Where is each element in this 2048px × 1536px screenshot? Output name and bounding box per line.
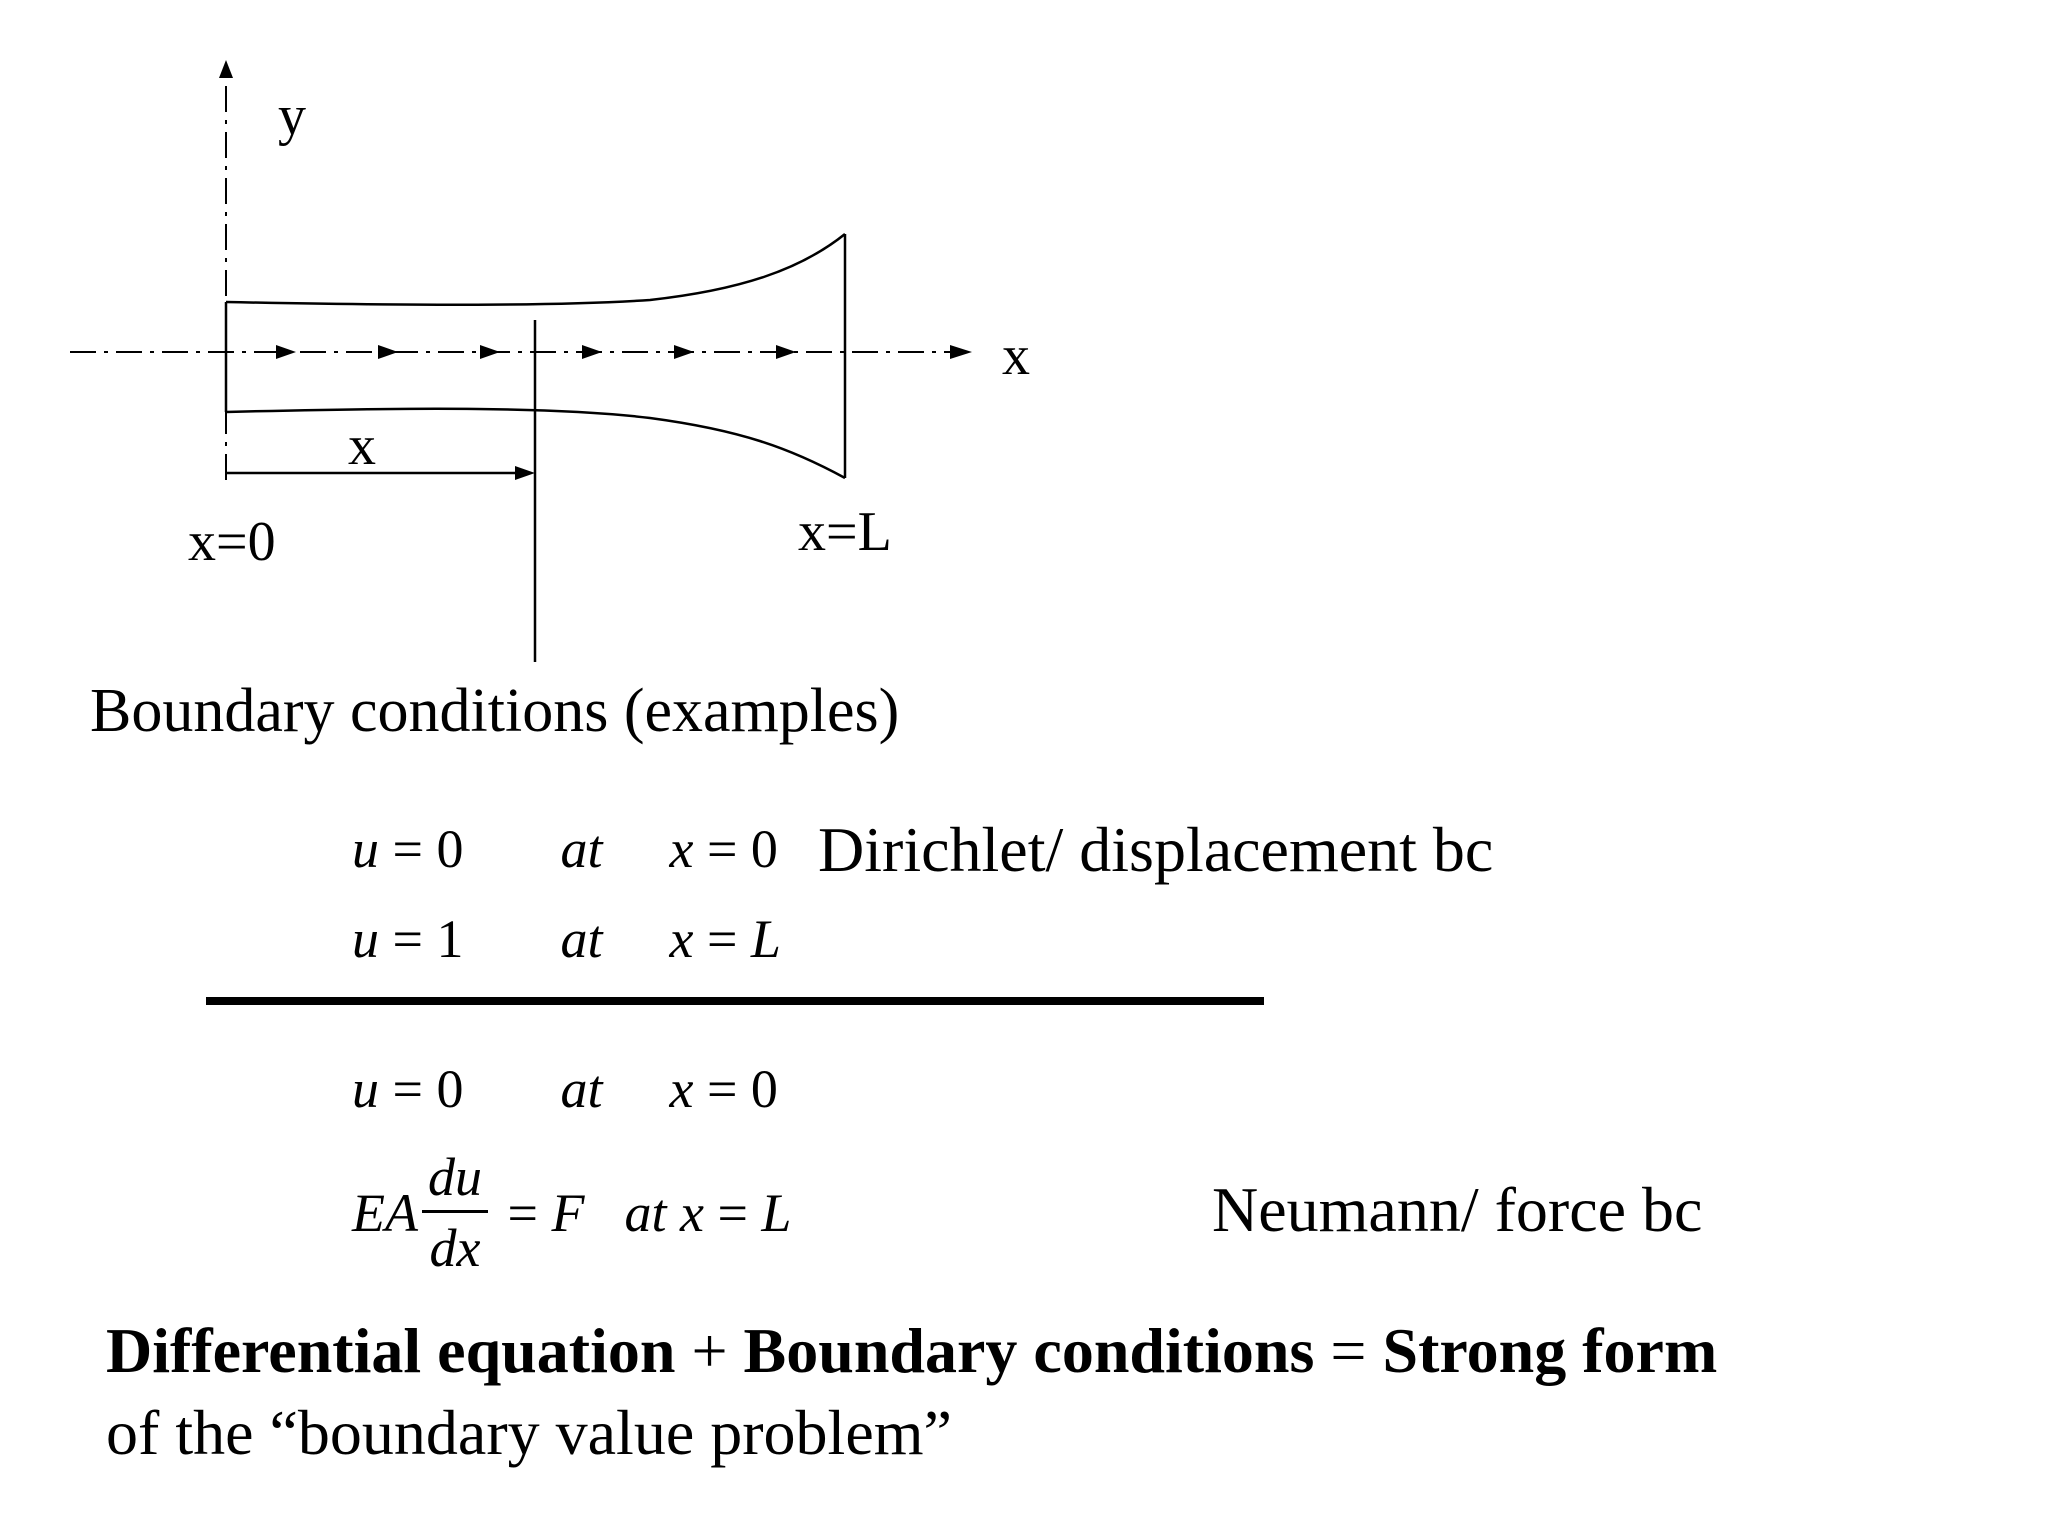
summary-term-differential-equation: Differential equation [106,1315,676,1386]
eq-val: 0 [750,1059,778,1119]
eq-rhs: 1 [436,909,464,969]
eq-coef: EA [352,1182,418,1243]
eq-lhs: u [352,1059,379,1119]
left-end-label: x=0 [188,511,276,573]
load-arrow [378,345,398,359]
summary-line-1: Differential equation + Boundary conditi… [106,1310,1717,1392]
x-axis-arrow [950,345,972,359]
load-arrow [276,345,296,359]
summary-plus: + [675,1315,744,1386]
summary-term-boundary-conditions: Boundary conditions [743,1315,1315,1386]
load-arrow [480,345,500,359]
dirichlet-equation-2: u = 1 at x = L [352,909,781,969]
derivative-fraction: du dx [421,1150,488,1278]
eq-var: x [679,1182,704,1243]
bar-bottom-edge [225,407,846,480]
bar-top-edge [225,233,846,307]
eq-val: L [750,909,781,969]
eq-var: x [669,909,694,969]
y-axis-arrow [219,60,233,78]
eq-val: L [761,1182,792,1243]
eq-at: at [560,819,603,879]
neumann-equation-1: u = 0 at x = 0 [352,1059,778,1119]
dirichlet-equation-1: u = 0 at x = 0 [352,819,778,879]
eq-var: x [669,819,694,879]
separator-rule [206,997,1264,1005]
eq-lhs: u [352,819,379,879]
eq-lhs: u [352,909,379,969]
eq-rhs: 0 [436,1059,464,1119]
position-dimension-arrow [515,466,535,480]
fraction-denominator: dx [429,1218,481,1278]
right-end-label: x=L [798,501,892,563]
summary-text: Differential equation + Boundary conditi… [106,1310,1717,1474]
eq-rhs: F [551,1182,585,1243]
neumann-label: Neumann/ force bc [1212,1174,1703,1245]
neumann-equation-2: EA du dx = F at x = L [352,1147,792,1278]
eq-rhs: 0 [436,819,464,879]
summary-term-strong-form: Strong form [1382,1315,1718,1386]
dirichlet-label: Dirichlet/ displacement bc [818,814,1494,885]
x-axis-label: x [1002,325,1030,387]
eq-var: x [669,1059,694,1119]
eq-val: 0 [750,819,778,879]
y-axis-label: y [278,85,306,147]
position-label: x [348,415,376,477]
summary-line-2: of the “boundary value problem” [106,1396,952,1468]
eq-at: at [560,909,603,969]
section-heading: Boundary conditions (examples) [90,677,900,745]
load-arrow [776,345,796,359]
load-arrow [582,345,602,359]
eq-at: at [560,1059,603,1119]
summary-equals: = [1314,1315,1383,1386]
fraction-numerator: du [421,1150,488,1213]
eq-at: at [624,1182,667,1243]
load-arrow [674,345,694,359]
